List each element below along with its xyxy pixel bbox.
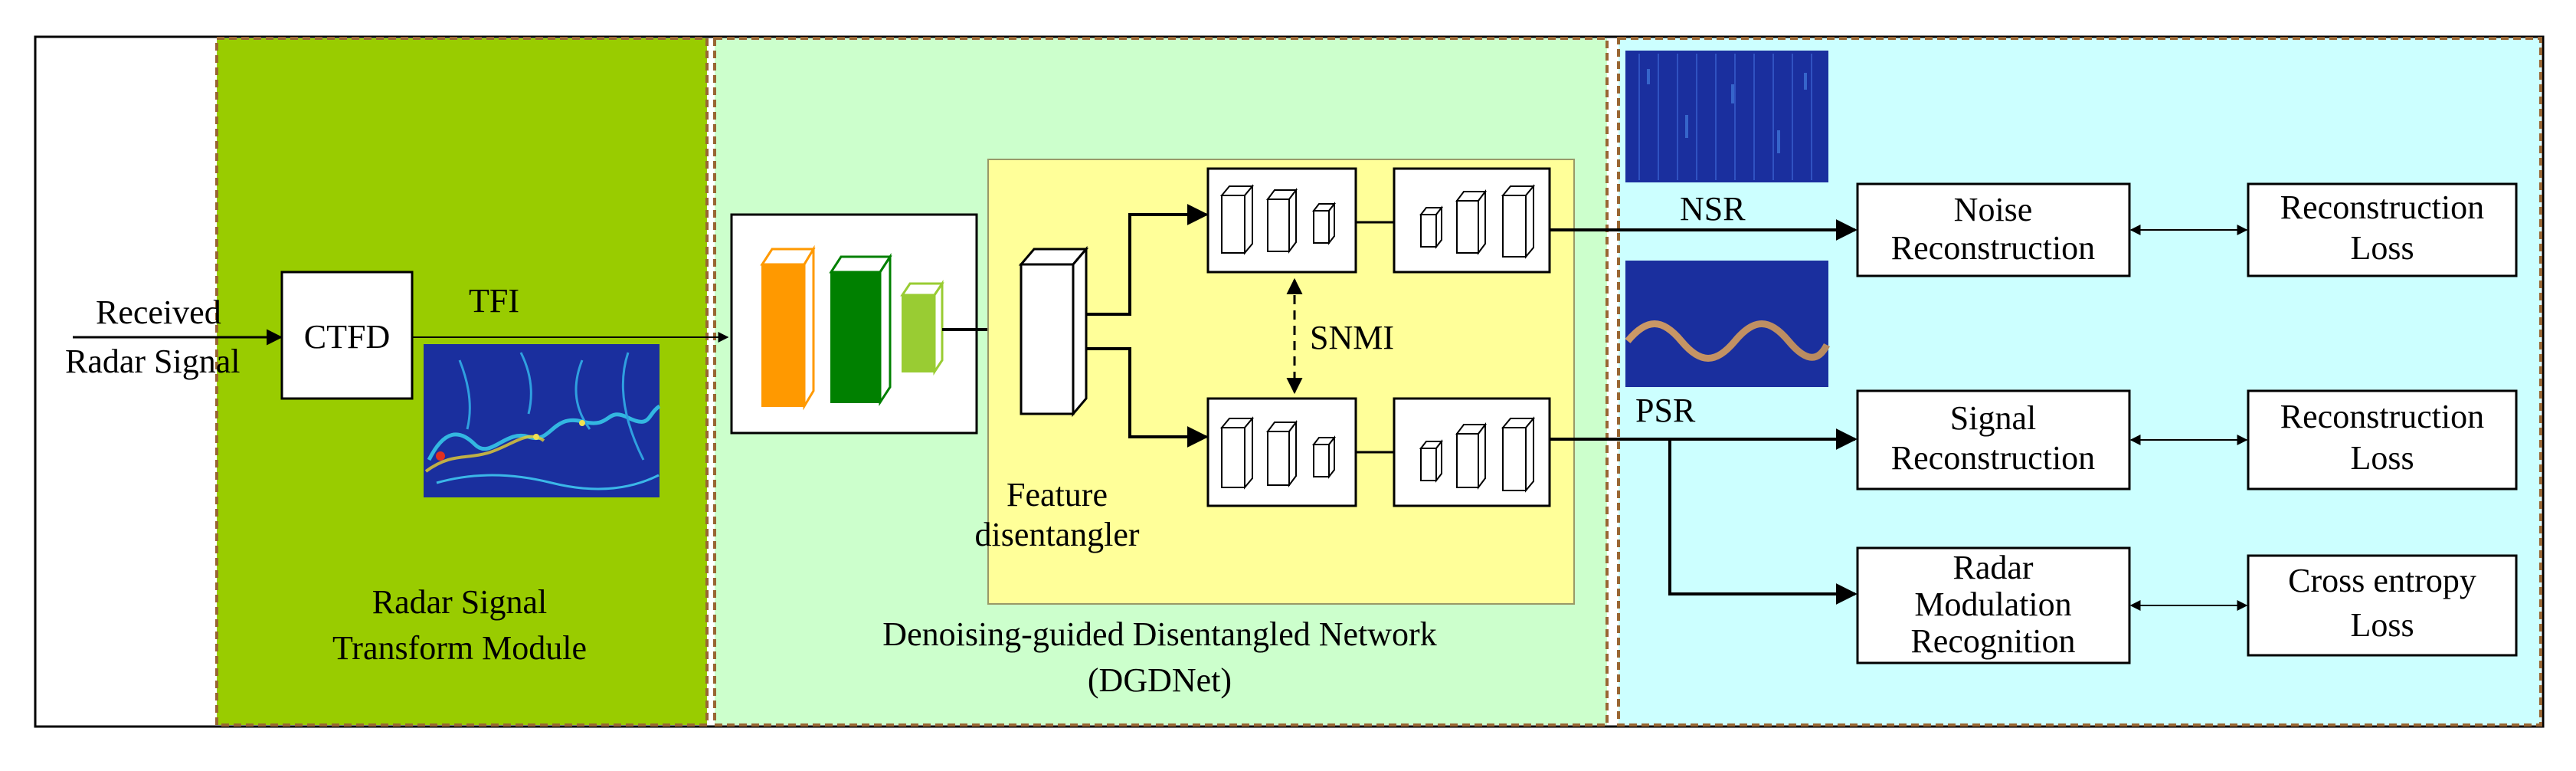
reconstruction-loss-2-line2: Loss <box>2350 439 2414 477</box>
dgdnet-line2: (DGDNet) <box>1088 661 1232 699</box>
radar-modulation-line3: Recognition <box>1910 622 2075 660</box>
cross-entropy-loss-line1: Cross entropy <box>2288 562 2476 599</box>
signal-reconstruction-line1: Signal <box>1950 399 2036 437</box>
signal-decoder-box <box>1393 397 1551 507</box>
reconstruction-loss-1-box <box>2247 182 2518 277</box>
orange-block <box>760 244 816 411</box>
noise-decoder-box <box>1393 167 1551 274</box>
signal-encoder-box <box>1206 397 1357 507</box>
radar-modulation-recognition-box <box>1856 546 2131 664</box>
nsr-label: NSR <box>1680 190 1746 228</box>
dark-green-block <box>829 252 892 407</box>
reconstruction-loss-2-box <box>2247 389 2518 490</box>
light-green-block <box>900 280 944 376</box>
signal-reconstruction-line2: Reconstruction <box>1891 439 2095 477</box>
ctfd-box <box>280 271 414 400</box>
radar-modulation-line2: Modulation <box>1914 586 2071 623</box>
received-label-line1: Received <box>96 294 221 331</box>
reconstruction-loss-2-line1: Reconstruction <box>2280 398 2484 435</box>
signal-to-recognition-arrow <box>1668 439 1858 605</box>
feature-disentangler-line2: disentangler <box>974 516 1139 553</box>
reconstruction-loss-1-line2: Loss <box>2350 229 2414 267</box>
nsr-image <box>1625 51 1828 182</box>
signal-reconstruction-box <box>1856 389 2131 490</box>
transform-module-line1: Radar Signal <box>372 583 548 621</box>
cross-entropy-loss-line2: Loss <box>2350 606 2414 644</box>
reconstruction-loss-1-line1: Reconstruction <box>2280 189 2484 226</box>
noise-encoder-box <box>1206 167 1357 274</box>
signal-branch-arrow <box>1086 347 1209 448</box>
radar-modulation-line1: Radar <box>1952 549 2033 586</box>
dgdnet-line1: Denoising-guided Disentangled Network <box>882 615 1436 653</box>
noise-reconstruction-line2: Reconstruction <box>1891 229 2095 267</box>
received-label-line2: Radar Signal <box>65 343 241 380</box>
noise-branch-arrow <box>1086 204 1209 316</box>
ctfd-label: CTFD <box>304 318 390 356</box>
feature-disentangler-line1: Feature <box>1007 476 1108 513</box>
noise-reconstruction-line1: Noise <box>1954 191 2033 228</box>
noise-reconstruction-box <box>1856 182 2131 277</box>
tfi-label: TFI <box>469 282 519 320</box>
tfi-heatmap-image <box>424 344 661 497</box>
cross-entropy-loss-box <box>2247 554 2518 657</box>
psr-image <box>1625 261 1831 387</box>
psr-label: PSR <box>1635 392 1696 429</box>
snmi-label: SNMI <box>1310 319 1394 356</box>
feature-disentangler-block <box>1018 245 1089 418</box>
transform-module-line2: Transform Module <box>332 629 587 667</box>
